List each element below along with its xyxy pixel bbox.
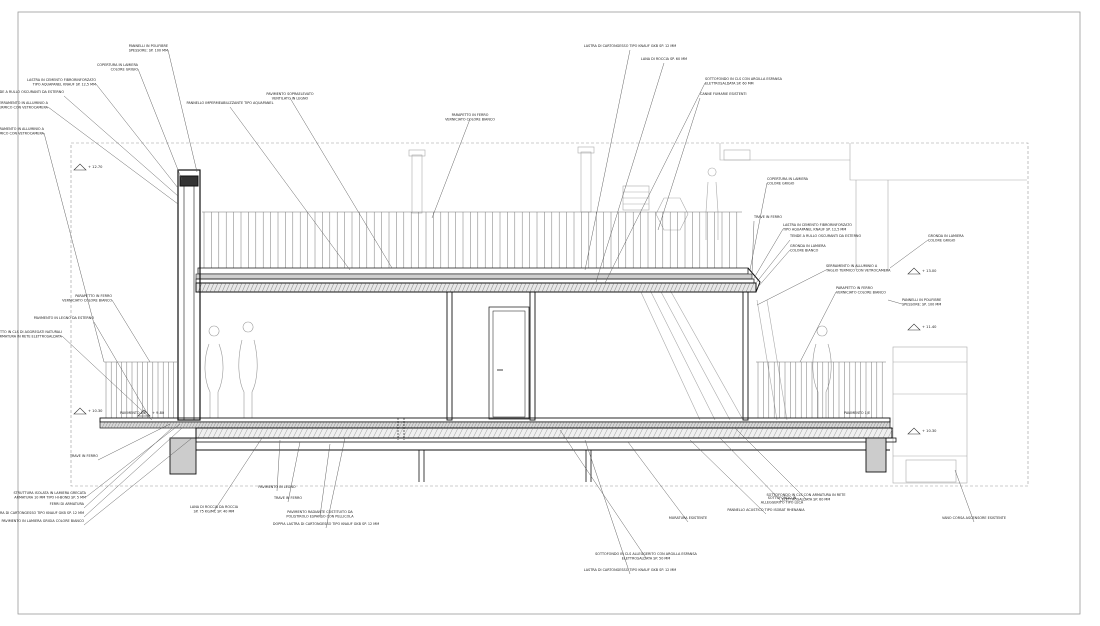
label-l2: COPERTURA IN LAMIERA xyxy=(97,63,139,67)
label-l24: PAVIMENTO IN LEGNO DA ESTERNO xyxy=(34,316,95,320)
left-tower xyxy=(177,169,201,421)
label-l29: LASTRA DI CARTONGESSO TIPO KNAUF GKB SP.… xyxy=(0,511,84,515)
label-l32: PAVIMENTO IN LEGNO xyxy=(258,485,295,489)
label-l18: GRONDA IN LAMIERA xyxy=(790,244,826,248)
label-l42: VANO CORSA ASCENSORE ESISTENTE xyxy=(942,516,1006,520)
level-lv3: + 13.00 xyxy=(922,269,937,273)
label-l31: LANA DI ROCCIA DA ROCCIA xyxy=(190,505,239,509)
label-l9-line2: VERNICIATO COLORE BIANCO xyxy=(445,117,495,121)
label-l16-line2: TIPO AQUAPANEL KNAUF SP. 12,5 MM xyxy=(782,227,846,231)
label-l17: TENDE A RULLO OSCURANTI DA ESTERNO xyxy=(789,234,861,238)
label-l1: PANNELLI IN POLIFIBRE xyxy=(129,44,168,48)
background-elevation xyxy=(408,143,1027,484)
label-l25: GETTO IN CLS DI AGGREGATI NATURALI xyxy=(0,330,62,334)
tag-t1: PAVIMENTO 1/E xyxy=(120,411,146,415)
label-l36-line2: ELETTROSALDATA SP. 50 MM xyxy=(622,556,671,560)
terrace-railings xyxy=(104,361,886,418)
label-l23-line2: VERNICIATO COLORE BIANCO xyxy=(62,298,112,302)
label-l33: TRAVE IN FERRO xyxy=(273,496,302,500)
label-l3-line2: TIPO AQUAPANEL KNAUF SP. 12,5 MM xyxy=(32,82,96,86)
label-l31-line2: SP. 75 KG/MC SP. 40 MM xyxy=(194,509,235,513)
label-l8: PAVIMENTO SOPRAELEVATO xyxy=(266,92,313,96)
level-lv2: + 10.30 xyxy=(88,409,103,413)
label-l16: LASTRA IN CEMENTO FIBRORINFORZATO xyxy=(783,223,852,227)
label-l23: PARAPETTO IN FERRO xyxy=(75,294,112,298)
label-l15: TRAVE IN FERRO xyxy=(753,215,782,219)
level-lv6: + 9.80 xyxy=(152,411,165,415)
label-l5-line2: TAGLIO TERMICO CON VETROCAMERA xyxy=(0,105,49,109)
label-l3: LASTRA IN CEMENTO FIBRORINFORZATO xyxy=(27,78,96,82)
floor-slab xyxy=(99,417,897,482)
label-l35: DOPPIA LASTRA DI CARTONGESSO TIPO KNAUF … xyxy=(273,522,379,526)
label-l18-line2: COLORE BIANCO xyxy=(790,248,819,252)
label-l21: PARAPETTO IN FERRO xyxy=(836,286,873,290)
roof-slab xyxy=(195,267,761,293)
label-l6: SERRAMENTO IN ALLUMINIO A xyxy=(0,127,45,131)
label-l11: LANA DI ROCCIA SP. 60 MM xyxy=(641,57,687,61)
label-l13: CANNE FUMARIE ESISTENTI xyxy=(700,92,747,96)
label-l19-line2: COLORE GRIGIO xyxy=(928,238,956,242)
sheet-border xyxy=(17,11,1081,615)
level-marker-graphics xyxy=(73,163,921,435)
label-l7: PANNELLO IMPERMEABILIZZANTE TIPO AQUAPAN… xyxy=(187,101,274,105)
label-l25-line2: CON ARMATURA IN RETE ELETTROSALDATA xyxy=(0,334,63,338)
label-l4: TENDE A RULLO OSCURANTI DA ESTERNO xyxy=(0,90,64,94)
label-l30: PAVIMENTO IN LAMIERA GRIGIA COLORE BIANC… xyxy=(1,519,84,523)
label-l40: SOTTOFONDO IN xyxy=(768,496,797,500)
label-l37: LASTRA DI CARTONGESSO TIPO KNAUF GKB SP.… xyxy=(584,568,677,572)
label-l34-line2: POLISTIROLO ESPANSO CON PELLICOLA xyxy=(286,514,354,518)
label-l22: PANNELLI IN POLIFIBRE xyxy=(902,298,941,302)
label-l12: SOTTOFONDO IN CLS CON ARGILLA ESPANSA xyxy=(705,77,783,81)
label-l10: LASTRA DI CARTONGESSO TIPO KNAUF GKB SP.… xyxy=(584,44,677,48)
label-l26: TRAVE IN FERRO xyxy=(69,454,98,458)
label-l41-line2: ELETTROSALDATA SP. 60 MM xyxy=(782,497,831,501)
label-l38: MURATURA ESISTENTE xyxy=(669,516,707,520)
label-l36: SOTTOFONDO IN CLS ALLEGGERITO CON ARGILL… xyxy=(595,552,697,556)
tag-t2: PAVIMENTO 1/E xyxy=(844,411,870,415)
label-l41: SOTTOFONDO IN CLS CON ARMATURA IN RETE xyxy=(767,493,846,497)
label-l22-line2: SPESSORE: SP. 100 MM xyxy=(902,302,941,306)
label-l8-line2: VENTILATO IN LEGNO xyxy=(272,96,309,100)
label-l27-line2: ARMATURA 10 MM TIPO HI-BOND SP. 5 MM xyxy=(14,495,86,499)
label-l28: FERRI DI ARMATURA xyxy=(50,502,85,506)
label-l39: PANNELLO ACUSTICO TIPO ISOBAT RHENANIA xyxy=(727,508,805,512)
label-l6-line2: TAGLIO TERMICO CON VETROCAMERA xyxy=(0,131,45,135)
interior-space xyxy=(204,291,832,421)
label-l40-line2: ALLEGGERITO TIPO LECA xyxy=(761,500,804,504)
label-l2-line2: COLORE GRIGIO xyxy=(111,67,139,71)
label-l14-line2: COLORE GRIGIO xyxy=(767,181,795,185)
label-l5: SERRAMENTO IN ALLUMINIO A xyxy=(0,101,49,105)
label-l21-line2: VERNICIATO COLORE BIANCO xyxy=(836,290,886,294)
label-l27: STRUTTURA ISOLATA IN LAMIERA GRECATA xyxy=(13,491,86,495)
leader-lines xyxy=(43,49,975,575)
label-l20-line2: TAGLIO TERMICO CON VETROCAMERA xyxy=(825,268,891,272)
label-l19: GRONDA IN LAMIERA xyxy=(928,234,964,238)
label-l1-line2: SPESSORE: SP. 100 MM xyxy=(129,48,168,52)
label-l14: COPERTURA IN LAMIERA xyxy=(767,177,809,181)
level-lv5: + 10.30 xyxy=(922,429,937,433)
label-l9: PARAPETTO IN FERRO xyxy=(452,113,489,117)
label-l20: SERRAMENTO IN ALLUMINIO A xyxy=(826,264,878,268)
label-l34: PAVIMENTO RADIANTE COSTITUITO DA xyxy=(287,510,353,514)
label-l12-line2: ELETTROSALDATA SP. 60 MM xyxy=(705,81,754,85)
level-lv4: + 11.40 xyxy=(922,325,937,329)
roof-parapet xyxy=(202,211,742,268)
level-lv1: + 12.70 xyxy=(88,165,103,169)
